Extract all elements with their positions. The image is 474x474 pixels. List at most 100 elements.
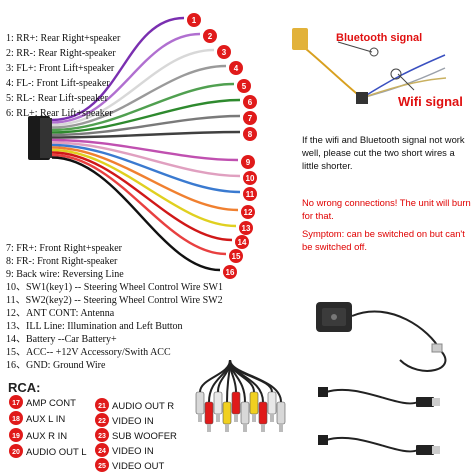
gps-antenna <box>316 302 447 372</box>
svg-text:8: 8 <box>248 130 253 139</box>
rca-22-label: VIDEO IN <box>112 416 154 427</box>
svg-text:14: 14 <box>238 238 247 247</box>
svg-text:12: 12 <box>244 208 253 217</box>
harness-wire <box>51 82 235 132</box>
harness-wire <box>51 130 241 139</box>
harness-wire <box>51 64 227 129</box>
harness-number-badge: 15 <box>229 249 243 263</box>
svg-text:7: 7 <box>248 114 253 123</box>
svg-text:9: 9 <box>246 158 251 167</box>
harness-connector-body <box>40 118 52 158</box>
rca-18-label: AUX L IN <box>26 414 66 425</box>
symptom-note: Symptom: can be switched on but can't be… <box>302 228 465 252</box>
svg-text:17: 17 <box>12 400 20 407</box>
rca-plug-bundle <box>195 359 286 432</box>
svg-text:20: 20 <box>12 449 20 456</box>
rca-number-badges: 17 18 19 20 21 22 23 24 25 <box>9 395 109 472</box>
svg-text:11: 11 <box>246 190 255 199</box>
svg-text:21: 21 <box>98 403 106 410</box>
harness-number-badge: 4 <box>229 61 243 75</box>
svg-text:23: 23 <box>98 433 106 440</box>
pin-16-label: 16、GND: Ground Wire <box>6 360 106 371</box>
rca-19-label: AUX R IN <box>26 431 68 442</box>
svg-text:6: 6 <box>248 98 253 107</box>
pin-4-label: 4: FL-: Front Lift-speaker <box>6 78 110 89</box>
pin-13-label: 13、ILL Line: Illumination and Left Butto… <box>6 321 183 332</box>
harness-number-badge: 7 <box>243 111 257 125</box>
rca-number-badge: 24 <box>95 443 109 457</box>
svg-text:24: 24 <box>98 448 106 455</box>
harness-number-badge: 10 <box>243 171 257 185</box>
antenna-wires <box>292 28 447 104</box>
svg-text:22: 22 <box>98 418 106 425</box>
rca-23-label: SUB WOOFER <box>112 431 177 442</box>
pin-12-label: 12、ANT CONT: Antenna <box>6 308 115 319</box>
rca-24-label: VIDEO IN <box>112 446 154 457</box>
pin-6-label: 6: RL+: Rear Lift+speaker <box>6 108 113 119</box>
svg-text:16: 16 <box>226 268 235 277</box>
harness-wire <box>51 146 239 212</box>
pin-2-label: 2: RR-: Rear Right-speaker <box>6 48 116 59</box>
harness-number-badge: 6 <box>243 95 257 109</box>
harness-wire <box>51 16 185 122</box>
harness-number-badge: 12 <box>241 205 255 219</box>
svg-text:4: 4 <box>234 64 239 73</box>
pin-3-label: 3: FL+: Front Lift+speaker <box>6 63 115 74</box>
rca-number-badge: 17 <box>9 395 23 409</box>
warning-note: No wrong connections! The unit will burn… <box>302 197 471 221</box>
harness-wire <box>51 141 241 178</box>
pin-9-label: 9: Back wire: Reversing Line <box>6 269 124 280</box>
pin-10-label: 10、SW1(key1) -- Steering Wheel Control W… <box>6 282 223 293</box>
harness-number-badge: 14 <box>235 235 249 249</box>
rca-21-label: AUDIO OUT R <box>112 401 175 412</box>
svg-text:3: 3 <box>222 48 227 57</box>
rca-20-label: AUDIO OUT L <box>26 447 87 458</box>
harness-wire <box>51 114 241 137</box>
rca-25-label: VIDEO OUT <box>112 461 165 472</box>
harness-number-badge: 5 <box>237 79 251 93</box>
usb-cable-1 <box>318 387 440 407</box>
harness-wire <box>51 98 241 134</box>
harness-wire <box>51 32 201 124</box>
rca-17-label: AMP CONT <box>26 398 76 409</box>
pin-14-label: 14、Battery --Car Battery+ <box>6 334 117 345</box>
harness-number-badge: 1 <box>187 13 201 27</box>
pin-11-label: 11、SW2(key2) -- Steering Wheel Control W… <box>6 295 223 306</box>
harness-wire <box>51 143 241 194</box>
harness-wire <box>51 151 233 242</box>
wifi-signal-label: Wifi signal <box>398 94 463 109</box>
svg-text:15: 15 <box>232 252 241 261</box>
pin-7-label: 7: FR+: Front Right+speaker <box>6 243 123 254</box>
harness-number-badge: 3 <box>217 45 231 59</box>
pin-8-label: 8: FR-: Front Right-speaker <box>6 256 118 267</box>
harness-wire <box>51 48 215 127</box>
rca-title: RCA: <box>8 380 41 395</box>
harness-wire <box>51 153 227 256</box>
rca-number-badge: 21 <box>95 398 109 412</box>
harness-wires <box>51 16 241 272</box>
svg-text:18: 18 <box>12 416 20 423</box>
svg-text:19: 19 <box>12 433 20 440</box>
harness-number-badge: 8 <box>243 127 257 141</box>
svg-text:2: 2 <box>208 32 213 41</box>
rca-number-badge: 19 <box>9 428 23 442</box>
rca-number-badge: 20 <box>9 444 23 458</box>
svg-text:1: 1 <box>192 16 197 25</box>
harness-wire <box>51 156 221 272</box>
pin-1-label: 1: RR+: Rear Right+speaker <box>6 33 121 44</box>
pin-15-label: 15、ACC-- +12V Accessory/Swith ACC <box>6 347 171 358</box>
harness-number-badge: 2 <box>203 29 217 43</box>
svg-text:5: 5 <box>242 82 247 91</box>
rca-number-badge: 23 <box>95 428 109 442</box>
pin-5-label: 5: RL-: Rear Lift-speaker <box>6 93 108 104</box>
harness-wire <box>51 148 237 228</box>
rca-number-badge: 25 <box>95 458 109 472</box>
usb-cable-2 <box>318 435 440 455</box>
svg-text:10: 10 <box>246 174 255 183</box>
bluetooth-signal-label: Bluetooth signal <box>336 32 423 44</box>
svg-text:25: 25 <box>98 463 106 470</box>
rca-number-badge: 22 <box>95 413 109 427</box>
